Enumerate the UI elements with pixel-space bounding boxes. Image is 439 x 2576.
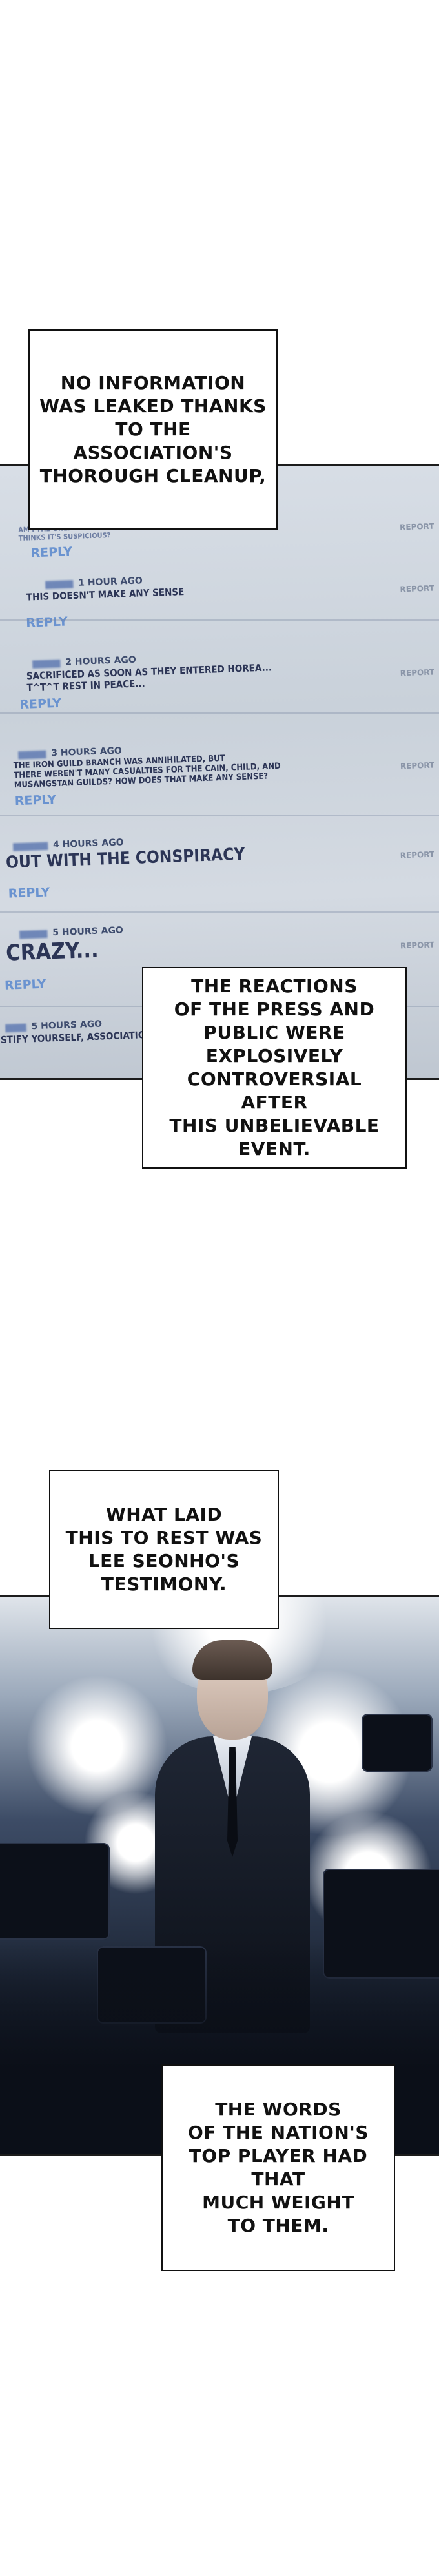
comment-item: ▆▆▆▆2 HOURS AGO SACRIFICED AS SOON AS TH… [0, 644, 439, 712]
comment-time: 1 HOUR AGO [78, 576, 143, 588]
narration-text: THE WORDS OF THE NATION'S TOP PLAYER HAD… [187, 2099, 369, 2236]
comment-time: 4 HOURS AGO [52, 837, 124, 851]
report-button[interactable]: REPORT [400, 849, 435, 860]
narration-box: THE WORDS OF THE NATION'S TOP PLAYER HAD… [161, 2064, 395, 2271]
comment-username: ▆▆▆▆ [17, 748, 46, 760]
narration-text: WHAT LAID THIS TO REST WAS LEE SEONHO'S … [65, 1504, 263, 1595]
divider [0, 619, 439, 621]
comment-username: ▆▆▆▆ [32, 657, 61, 669]
comment-time: 2 HOURS AGO [65, 654, 137, 668]
report-button[interactable]: REPORT [400, 760, 435, 771]
reply-button[interactable]: REPLY [8, 885, 50, 901]
camera [0, 1843, 110, 1940]
narration-box: THE REACTIONS OF THE PRESS AND PUBLIC WE… [142, 967, 407, 1169]
comment-time: 3 HOURS AGO [51, 745, 123, 759]
divider [0, 712, 439, 714]
comment-time: 5 HOURS AGO [31, 1019, 103, 1032]
camera [362, 1714, 433, 1772]
report-button[interactable]: REPORT [400, 940, 435, 951]
comment-username: ▆▆▆▆ [45, 578, 74, 590]
tie [227, 1747, 238, 1857]
hair [192, 1640, 272, 1680]
narration-text: NO INFORMATION WAS LEAKED THANKS TO THE … [39, 372, 267, 486]
comment-item: ▆▆▆▆1 HOUR AGO THIS DOESN'T MAKE ANY SEN… [0, 565, 439, 631]
comment-username: ▆▆▆▆ [19, 928, 48, 939]
comment-username: ▆▆▆▆▆ [12, 840, 48, 852]
narration-box: NO INFORMATION WAS LEAKED THANKS TO THE … [28, 329, 278, 530]
divider [0, 815, 439, 816]
report-button[interactable]: REPORT [399, 521, 434, 532]
comment-item: ▆▆▆▆3 HOURS AGO THE IRON GUILD BRANCH WA… [0, 734, 439, 809]
narration-box: WHAT LAID THIS TO REST WAS LEE SEONHO'S … [49, 1470, 279, 1629]
narration-text: THE REACTIONS OF THE PRESS AND PUBLIC WE… [169, 975, 380, 1159]
comment-username: ▆▆▆ [5, 1021, 26, 1033]
reply-button[interactable]: REPLY [25, 614, 68, 630]
comment-time: 5 HOURS AGO [52, 925, 124, 939]
divider [0, 911, 439, 913]
comment-item: ▆▆▆▆▆4 HOURS AGO OUT WITH THE CONSPIRACY… [0, 826, 439, 901]
press-conference-panel [0, 1595, 439, 2156]
report-button[interactable]: REPORT [400, 583, 435, 594]
report-button[interactable]: REPORT [400, 667, 435, 678]
